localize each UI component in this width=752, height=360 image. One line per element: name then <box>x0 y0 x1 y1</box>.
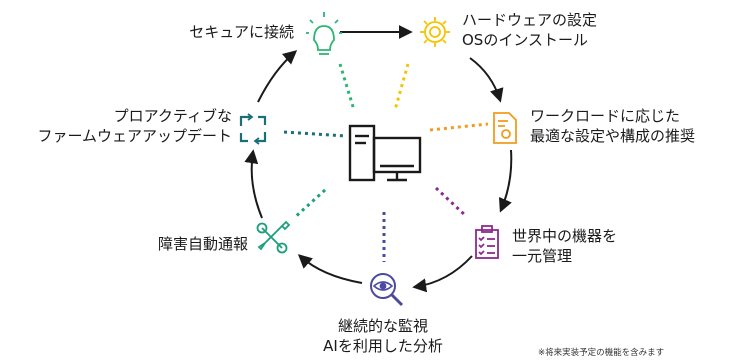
arrow-hardware-to-workload <box>469 57 504 103</box>
node-firmware-update-line1: プロアクティブな <box>113 107 232 125</box>
node-hardware-setup-line1: ハードウェアの設定 <box>462 11 598 29</box>
node-device-management: 世界中の機器を 一元管理 <box>512 226 617 266</box>
arrow-workload-to-devices <box>498 149 513 213</box>
spoke-firmware <box>283 130 347 138</box>
node-monitoring: 継続的な監視 AIを利用した分析 <box>283 316 483 356</box>
node-connect-label: セキュアに接続 <box>189 23 294 41</box>
dotted-spokes <box>283 63 489 262</box>
spoke-workload <box>429 122 489 132</box>
clipboard-checklist-icon <box>475 225 499 259</box>
spoke-connect <box>338 63 356 111</box>
spoke-hardware <box>393 63 410 111</box>
arrow-report-to-firmware <box>244 149 263 219</box>
node-hardware-setup: ハードウェアの設定 OSのインストール <box>462 10 597 50</box>
spoke-devices <box>434 186 468 218</box>
arrow-devices-to-monitoring <box>412 255 473 293</box>
footnote: ※将来実装予定の機能を含みます <box>538 348 665 358</box>
node-auto-report: 障害自動通報 <box>158 234 248 254</box>
spoke-report <box>292 188 327 220</box>
node-workload-setup-line1: ワークロードに応じた <box>530 107 681 125</box>
node-connect: セキュアに接続 <box>189 22 294 42</box>
node-firmware-update-line2: ファームウェアアップデート <box>37 127 232 145</box>
server-monitor-icon <box>348 124 422 182</box>
eye-magnifier-icon <box>370 273 404 307</box>
node-workload-setup: ワークロードに応じた 最適な設定や構成の推奨 <box>530 106 695 146</box>
refresh-arrows-icon <box>239 113 267 145</box>
arrow-firmware-to-connect <box>257 50 298 103</box>
node-device-management-line1: 世界中の機器を <box>512 227 618 245</box>
node-workload-setup-line2: 最適な設定や構成の推奨 <box>530 127 696 145</box>
gear-icon <box>420 17 450 47</box>
node-monitoring-line1: 継続的な監視 <box>337 317 428 335</box>
node-hardware-setup-line2: OSのインストール <box>462 31 589 49</box>
node-device-management-line2: 一元管理 <box>512 247 573 265</box>
node-firmware-update: プロアクティブな ファームウェアアップデート <box>37 106 232 146</box>
settings-document-icon <box>493 112 517 144</box>
cycle-arrows <box>244 25 513 293</box>
node-monitoring-line2: AIを利用した分析 <box>323 337 443 355</box>
wrench-screwdriver-icon <box>256 220 291 254</box>
arrow-monitoring-to-report <box>297 254 363 284</box>
lightbulb-icon <box>306 12 342 55</box>
node-auto-report-label: 障害自動通報 <box>157 235 248 253</box>
